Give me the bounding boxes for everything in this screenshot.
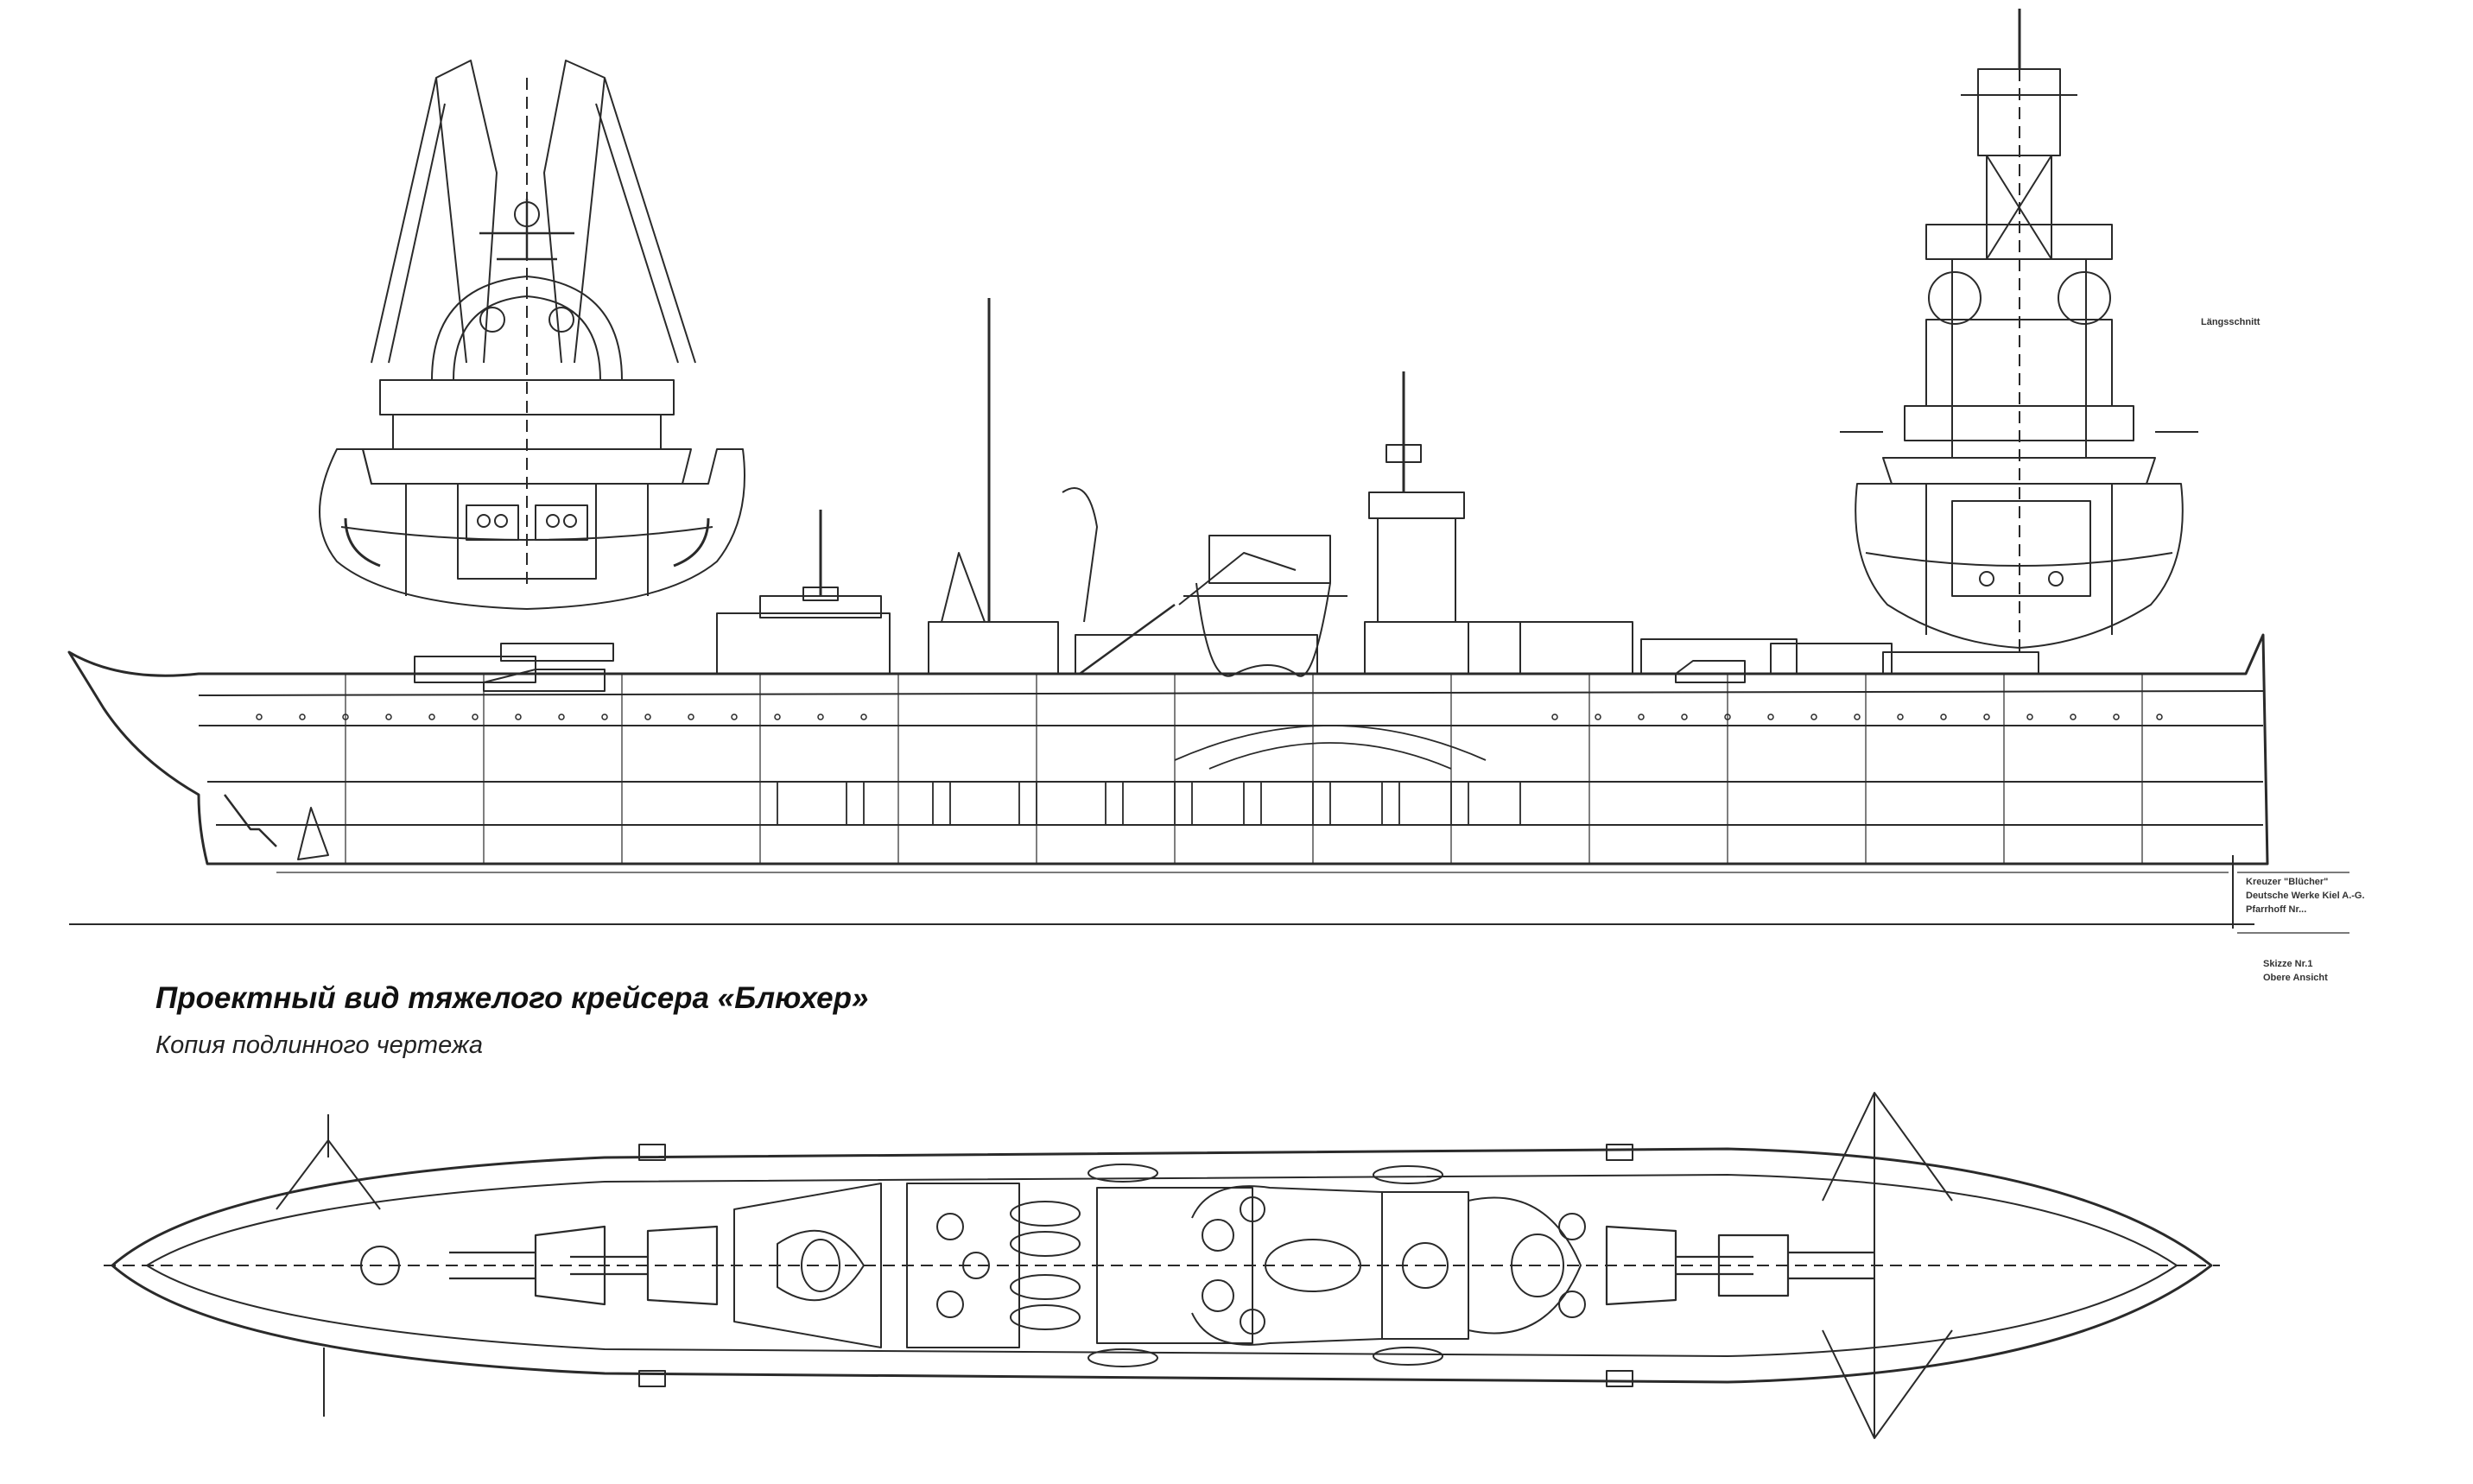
cross-section-aft [319,60,745,610]
caption-subtitle: Копия подлинного чертежа [155,1031,483,1059]
title-block-line-3: Pfarrhoff Nr... [2246,904,2307,915]
sheet-label-1: Skizze Nr.1 [2263,959,2313,969]
caption-title: Проектный вид тяжелого крейсера «Блюхер» [155,981,869,1015]
title-block-line-1: Kreuzer "Blücher" [2246,877,2329,887]
title-block-line-2: Deutsche Werke Kiel A.-G. [2246,891,2365,901]
side-profile [67,298,2269,929]
cross-section-forward [1840,9,2198,656]
section-label: Längsschnitt [2201,317,2261,327]
plan-view [104,1092,2220,1439]
title-block [2237,872,2349,934]
sheet-label-2: Obere Ansicht [2263,973,2328,983]
